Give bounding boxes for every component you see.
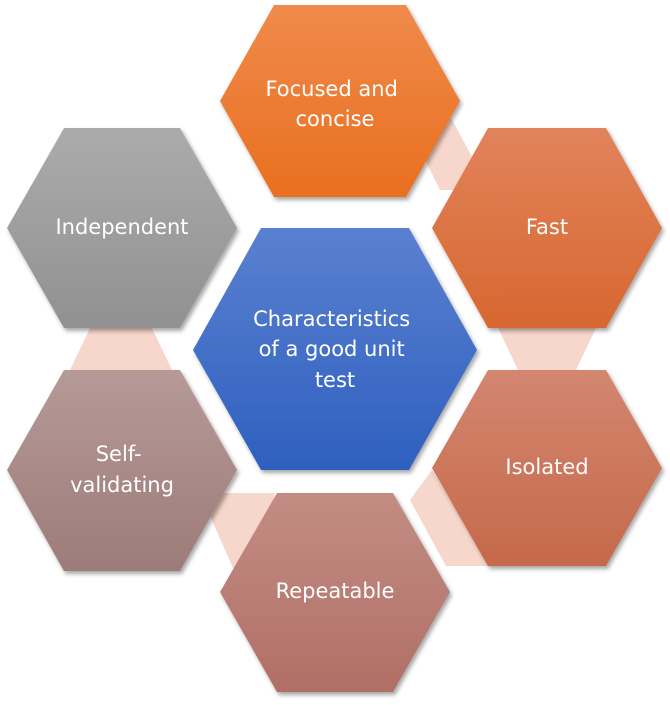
connector-fast-isolated [498,328,596,370]
selfvalidating-label: Self- validating [70,442,174,497]
focused-label-line: concise [296,107,375,131]
hexagon-repeatable: Repeatable [220,493,450,692]
center-label-line: test [315,368,355,392]
hexagon-selfvalidating-shape [7,370,237,571]
connector-isolated-repeatable [410,470,490,566]
fast-label-line: Fast [526,215,568,239]
hexagon-independent: Independent [7,128,237,328]
hexagon-center: Characteristics of a good unit test [193,228,477,470]
selfvalidating-label-line: Self- [96,442,142,466]
center-label: Characteristics of a good unit test [253,307,417,392]
hexagon-fast: Fast [432,128,662,328]
isolated-label: Isolated [505,455,588,479]
hexagon-repeatable-shape [220,493,450,692]
hexagon-fast-shape [432,128,662,328]
hexagon-center-shape [193,228,477,470]
hexagon-focused-and-concise: Focused and concise [220,5,460,197]
center-label-line: Characteristics [253,307,410,331]
repeatable-label: Repeatable [276,579,395,603]
hexagon-self-validating: Self- validating [7,370,237,571]
independent-label: Independent [55,215,188,239]
focused-label-line: Focused and [265,77,397,101]
hexagon-isolated: Isolated [432,370,662,566]
hexagon-focused-shape [220,5,460,197]
center-label-line: of a good unit [259,337,405,361]
repeatable-label-line: Repeatable [276,579,395,603]
hexagon-isolated-shape [432,370,662,566]
independent-label-line: Independent [55,215,188,239]
isolated-label-line: Isolated [505,455,588,479]
selfvalidating-label-line: validating [70,473,174,497]
focused-label: Focused and concise [265,77,404,131]
fast-label: Fast [526,215,568,239]
hexagon-independent-shape [7,128,237,328]
connector-selfvalidating-independent [70,328,172,370]
